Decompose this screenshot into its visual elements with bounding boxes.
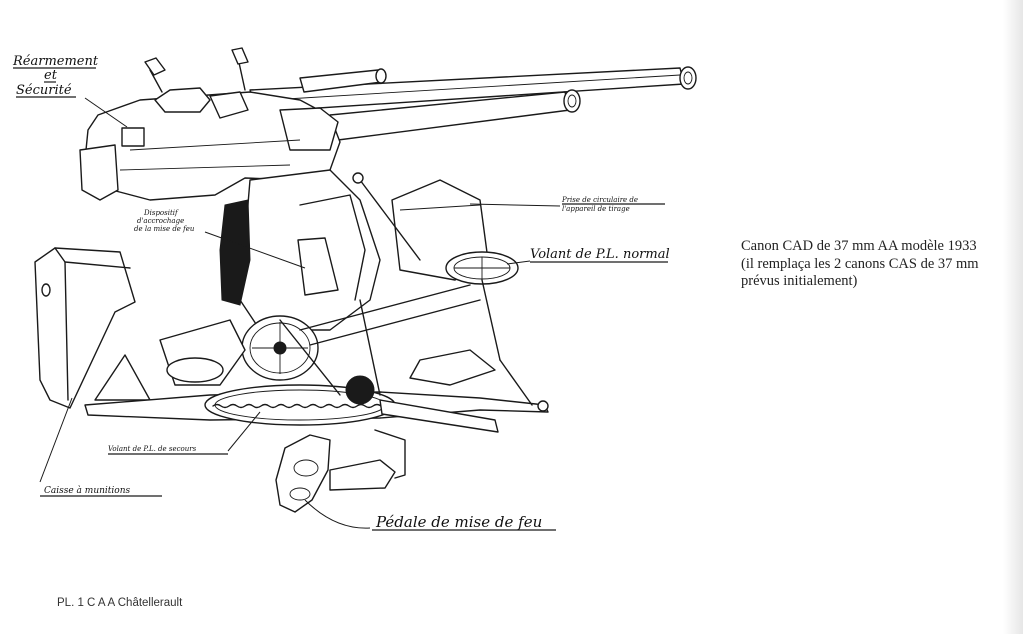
plate-reference: PL. 1 C A A Châtellerault [57, 597, 183, 609]
label-dispositif-line1: Dispositif [143, 209, 179, 217]
sight-housing-edge [399, 204, 481, 211]
recoil-housing [279, 107, 339, 151]
left-supports [94, 319, 246, 401]
ammo-box-body [34, 247, 136, 409]
linkage-rod-3 [279, 319, 341, 396]
cocking-lever-left-grip [144, 57, 166, 76]
page-edge-shadow [1003, 0, 1023, 634]
ammo-box-corner [64, 261, 69, 401]
right-outrigger-leg [499, 359, 533, 406]
leader-dispositif [204, 231, 306, 269]
handwheel-normal-shaft [481, 279, 501, 361]
front-outrigger [379, 399, 499, 433]
shield-plate [219, 199, 251, 306]
triangle-support [94, 354, 151, 401]
firing-pedal [275, 429, 406, 513]
carriage-brace [299, 194, 366, 301]
barrels [249, 66, 697, 141]
breech-cover [209, 91, 249, 119]
breech-top-block [154, 87, 211, 113]
cocking-lever-right-grip [231, 47, 249, 65]
right-outrigger-bracket [409, 349, 496, 386]
linkage-rod-1 [299, 284, 471, 331]
labels: Réarmement et Sécurité Prise de circulai… [12, 54, 670, 531]
handwheel-secours [241, 315, 319, 381]
caption-line-2: (il remplaça les 2 canons CAS de 37 mm [741, 255, 979, 272]
leader-rearmament [84, 97, 128, 128]
firing-linkage-box [297, 237, 339, 296]
label-caisse-munitions: Caisse à munitions [44, 485, 130, 496]
label-volant-normal: Volant de P.L. normal [530, 247, 670, 262]
leader-pedale [304, 499, 371, 529]
handwheel-normal [445, 251, 519, 361]
leader-lines [39, 97, 561, 529]
pedal-plate [275, 434, 331, 513]
cocking-lever-left [149, 69, 163, 93]
pedal-hole-2 [289, 487, 311, 501]
label-prise-line2: l'appareil de tirage [562, 205, 630, 213]
receiver-seam-2 [119, 164, 291, 171]
label-pedale: Pédale de mise de feu [375, 513, 542, 531]
leader-volant-normal [506, 260, 531, 265]
muzzle-rear [679, 66, 697, 90]
pedal-linkage [329, 459, 396, 491]
sight-rod [359, 179, 421, 261]
leader-prise [469, 203, 561, 207]
upper-carriage [219, 169, 381, 331]
breech-latch [121, 127, 145, 147]
pedal-arm [374, 429, 406, 479]
leader-volant-secours [227, 411, 261, 452]
muzzle-front-bore [567, 94, 577, 108]
label-rearmament-line1: Réarmement [12, 54, 99, 69]
pedal-hole-1 [293, 459, 319, 477]
muzzle-rear-bore [683, 71, 693, 85]
linkages [279, 284, 481, 396]
receiver [79, 47, 341, 201]
caption-line-1: Canon CAD de 37 mm AA modèle 1933 [741, 238, 977, 254]
gunner-seat-pan [166, 357, 224, 383]
sight-pivot [352, 172, 364, 184]
linkage-rod-4 [359, 299, 381, 396]
muzzle-front [563, 89, 581, 113]
label-dispositif-line2: d'accrochage [137, 217, 184, 225]
linkage-rod-2 [309, 299, 481, 346]
label-rearmament-line2: et [44, 68, 58, 83]
ammo-box-handle [41, 283, 51, 297]
label-rearmament-line3: Sécurité [16, 83, 72, 98]
right-outrigger-foot [537, 400, 549, 412]
caption-line-3: prévus initialement) [741, 273, 858, 289]
ammo-box [34, 247, 136, 409]
receiver-seam [129, 139, 301, 151]
leader-caisse [39, 397, 73, 483]
breech-end-plate [79, 144, 119, 201]
figure-caption: Canon CAD de 37 mm AA modèle 1933 (il re… [741, 238, 1023, 291]
label-volant-secours: Volant de P.L. de secours [108, 445, 197, 453]
label-dispositif-line3: de la mise de feu [134, 225, 195, 233]
barrel-highlight [269, 74, 681, 101]
handwheel-secours-hub [273, 341, 287, 355]
traverse-gear-teeth [212, 403, 382, 409]
traverse-gearbox [345, 375, 375, 405]
label-prise-line1: Prise de circulaire de [561, 196, 638, 204]
barrel-stub-end [375, 68, 387, 84]
base [84, 349, 549, 433]
